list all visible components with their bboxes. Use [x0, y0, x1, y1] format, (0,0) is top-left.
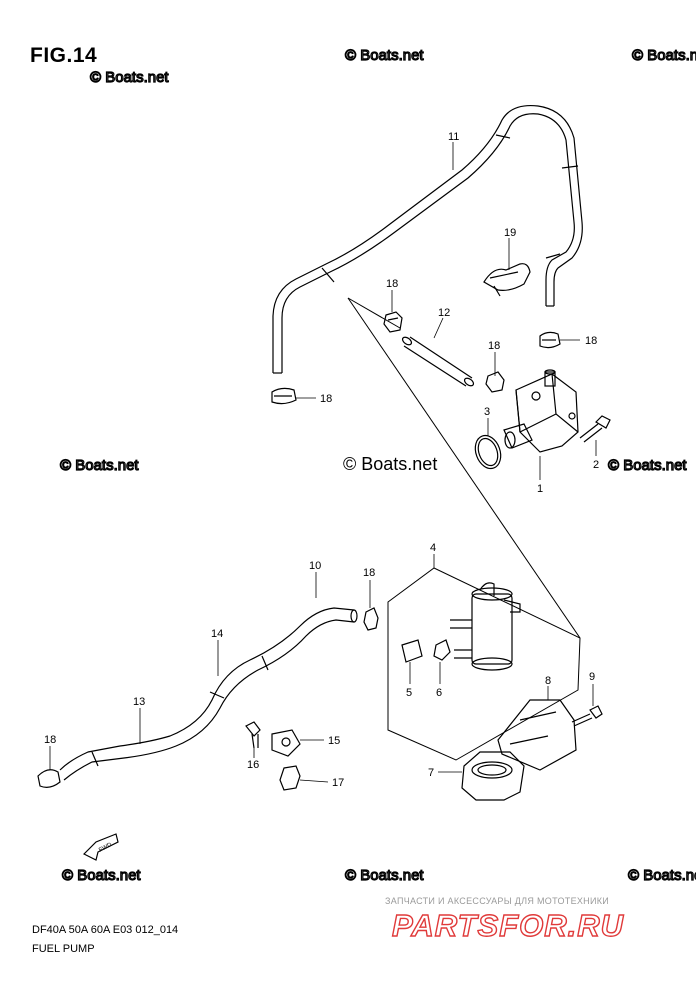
callout-18: 18 — [44, 734, 56, 746]
callout-3: 3 — [484, 406, 490, 418]
fwd-label: FWD — [98, 842, 113, 854]
bracket-7 — [461, 751, 525, 801]
callout-5: 5 — [406, 687, 412, 699]
callout-12: 12 — [438, 307, 450, 319]
clamp-17 — [279, 765, 301, 791]
clip-18 — [383, 311, 403, 333]
figure-title: FIG.14 — [30, 44, 98, 67]
fuel-filter — [450, 582, 521, 671]
clip-6 — [433, 639, 451, 661]
callout-1: 1 — [537, 483, 543, 495]
callout-18: 18 — [488, 340, 500, 352]
callout-16: 16 — [247, 759, 259, 771]
callout-18: 18 — [585, 335, 597, 347]
watermark: © Boats.net — [345, 867, 424, 884]
callout-18: 18 — [320, 393, 332, 405]
callout-17: 17 — [332, 777, 344, 789]
section-name: FUEL PUMP — [32, 943, 95, 955]
watermark: © Boats.net — [608, 457, 687, 474]
bolt-2 — [579, 415, 611, 443]
main-watermark: © Boats.net — [343, 454, 437, 474]
sleeve-5 — [401, 639, 423, 663]
callout-6: 6 — [436, 687, 442, 699]
hose-12 — [401, 336, 475, 387]
watermark: © Boats.net — [90, 69, 169, 86]
bolt-9 — [571, 705, 603, 727]
watermark: © Boats.net — [60, 457, 139, 474]
fwd-arrow: FWD — [82, 833, 119, 861]
fuel-pump-1 — [503, 369, 579, 453]
callout-4: 4 — [430, 542, 436, 554]
callout-15: 15 — [328, 735, 340, 747]
watermark: © Boats.net — [345, 47, 424, 64]
o-ring-3 — [474, 434, 502, 470]
model-code: DF40A 50A 60A E03 012_014 — [32, 924, 179, 936]
clip-18 — [363, 607, 379, 631]
bolt-16 — [245, 721, 261, 749]
hose-11 — [272, 104, 583, 374]
brand-tagline: ЗАПЧАСТИ И АКСЕССУАРЫ ДЛЯ МОТОТЕХНИКИ — [385, 896, 610, 906]
clamp-15 — [271, 729, 301, 757]
clip-18 — [485, 371, 505, 393]
callout-13: 13 — [133, 696, 145, 708]
callout-10: 10 — [309, 560, 321, 572]
clip-19 — [483, 263, 531, 297]
callout-11: 11 — [448, 131, 459, 143]
bracket-8 — [497, 699, 577, 771]
clip-18 — [271, 387, 297, 405]
hose-lower — [59, 607, 358, 781]
brand-logo: PARTSFOR.RU — [391, 907, 625, 943]
callout-19: 19 — [504, 227, 516, 239]
callout-7: 7 — [428, 767, 434, 779]
callout-14: 14 — [211, 628, 223, 640]
callout-18: 18 — [363, 567, 375, 579]
clip-18 — [539, 331, 561, 349]
callout-9: 9 — [589, 671, 595, 683]
watermark: © Boats.net — [632, 47, 696, 64]
clip-18 — [37, 769, 61, 788]
callout-8: 8 — [545, 675, 551, 687]
callout-18: 18 — [386, 278, 398, 290]
watermark: © Boats.net — [62, 867, 141, 884]
callout-2: 2 — [593, 459, 599, 471]
watermark: © Boats.net — [628, 867, 696, 884]
